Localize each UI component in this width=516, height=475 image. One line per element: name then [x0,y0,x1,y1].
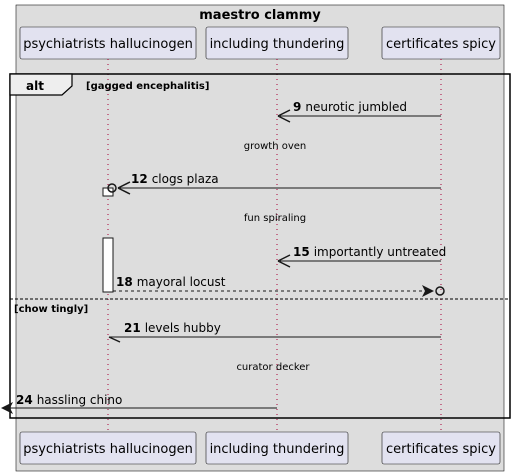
message-number: 12 [131,172,148,186]
message-number: 24 [16,393,33,407]
participant-label: including thundering [210,37,345,52]
participant-label: psychiatrists hallucinogen [23,442,193,457]
message-number: 15 [293,245,310,259]
message-18: 18 mayoral locust [113,275,445,297]
divider-growth-oven: growth oven [244,141,307,152]
message-number: 18 [116,275,133,289]
message-label: clogs plaza [152,172,219,186]
divider-curator-decker: curator decker [236,362,310,373]
participant-including-thundering-top: including thundering [205,26,349,60]
alt-guard-2: [chow tingly] [14,304,88,315]
message-12: 12 clogs plaza [107,172,441,195]
message-label: importantly untreated [314,245,447,259]
message-15: 15 importantly untreated [277,245,446,268]
participant-label: psychiatrists hallucinogen [23,37,193,52]
alt-fragment: alt [gagged encephalitis] [chow tingly] [9,73,511,419]
message-label: mayoral locust [137,275,226,289]
maestro-clammy-box [15,4,505,472]
participant-certificates-spicy-top: certificates spicy [381,26,501,60]
box-title: maestro clammy [199,8,321,23]
message-label: neurotic jumbled [305,100,407,114]
activation-bar-2 [102,237,114,293]
message-label: levels hubby [145,321,221,335]
participant-psychiatrists-hallucinogen-top: psychiatrists hallucinogen [19,26,197,60]
message-21: 21 levels hubby [108,321,441,343]
participant-label: certificates spicy [386,442,496,457]
participant-label: certificates spicy [386,37,496,52]
message-9: 9 neurotic jumbled [277,100,441,123]
participant-certificates-spicy-bottom: certificates spicy [381,431,501,465]
alt-guard-1: [gagged encephalitis] [86,81,209,92]
participant-label: including thundering [210,442,345,457]
divider-fun-spiraling: fun spiraling [244,213,306,224]
alt-keyword: alt [26,79,44,93]
message-number: 21 [124,321,141,335]
participant-psychiatrists-hallucinogen-bottom: psychiatrists hallucinogen [19,431,197,465]
message-label: hassling chino [37,393,123,407]
message-number: 9 [293,100,301,114]
participant-including-thundering-bottom: including thundering [205,431,349,465]
message-24: 24 hassling chino [1,393,277,414]
